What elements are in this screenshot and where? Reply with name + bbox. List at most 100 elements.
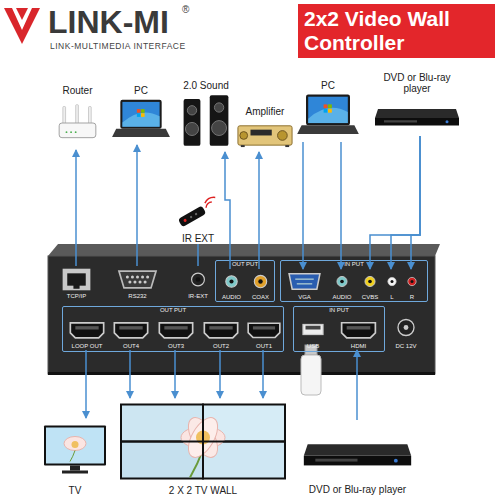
wall-icon-part [120, 404, 286, 480]
device-node: IR EXT [175, 194, 221, 244]
device-label: PC [321, 80, 335, 91]
laptop-icon [110, 96, 172, 145]
tv-icon-part [70, 466, 80, 471]
port-node: CVBS [359, 269, 381, 301]
db9-connector-part [136, 275, 139, 278]
hdmi-connector-part [204, 323, 237, 338]
signal-connector [258, 152, 260, 269]
jack-connector-part [226, 276, 237, 287]
remote-icon-part [206, 202, 212, 208]
usb-stick [301, 345, 321, 395]
signal-connector [75, 150, 77, 266]
db9-connector-part [126, 275, 129, 278]
port-node: OUT1 [245, 316, 283, 350]
signal-connector [302, 142, 304, 269]
device-node: 2 X 2 TV WALL [118, 398, 288, 496]
tv-icon-part [46, 428, 104, 464]
device-node: DVD or Blu-ray player [372, 72, 462, 136]
port-label: R [410, 294, 414, 301]
jack-connector-part [388, 277, 396, 285]
laptop-icon-part [328, 109, 332, 113]
tv-icon-part [64, 437, 86, 451]
port-label: DC 12V [395, 343, 416, 350]
hdmi-connector [67, 316, 107, 343]
signal-connector [370, 136, 420, 269]
port-group: IN PUTUSBHDMI [293, 306, 385, 352]
jack-connector-part [340, 280, 344, 284]
hdmi-connector [111, 316, 151, 343]
signal-connector [136, 145, 138, 266]
jack-connector-part [229, 279, 233, 283]
port-node: TCP/IP [58, 266, 95, 300]
art-shape [48, 256, 435, 374]
vga-connector-part [297, 283, 312, 285]
device-node: PC [110, 85, 172, 145]
rj45-connector [58, 266, 95, 293]
signal-connector [391, 136, 420, 269]
amp-icon-part [238, 126, 292, 145]
dc-connector-part [398, 320, 414, 336]
port-group: IN PUTVGAAUDIOCVBSLR [280, 260, 428, 302]
art-shape [4, 8, 40, 44]
usb-connector-part [306, 326, 321, 330]
laptop-icon-part [324, 104, 328, 108]
laptop-icon-part [141, 109, 145, 113]
dvd-icon [300, 420, 415, 484]
jack-connector-part [337, 276, 347, 286]
port-node: R [403, 269, 421, 301]
jack-connector-part [408, 277, 416, 285]
amp-icon-part [251, 130, 272, 136]
vga-connector [286, 269, 323, 294]
port-node: COAX [247, 269, 274, 301]
jack-connector-part [196, 277, 201, 282]
vga-connector-part [295, 278, 314, 280]
jack-connector-part [192, 273, 205, 286]
brand-label: ® [182, 4, 189, 15]
speakers-icon-part [185, 122, 198, 135]
remote-icon [175, 194, 221, 233]
port-node: RS232 [110, 266, 165, 300]
device-node: DVD or Blu-ray player [300, 420, 415, 495]
laptop-icon-part [308, 108, 348, 123]
laptop-icon-part [112, 129, 170, 137]
router-icon-part [70, 131, 72, 133]
rj45-connector-part [67, 273, 86, 285]
laptop-icon-part [120, 100, 161, 129]
device-label: DVD or Blu-ray player [372, 72, 462, 94]
port-node: LOOP OUT [67, 316, 107, 350]
hdmi-connector-part [159, 323, 192, 338]
signal-connector [197, 244, 199, 266]
dc-connector-part [404, 325, 409, 330]
device-node: Amplifier [236, 106, 294, 152]
device-label: IR EXT [182, 233, 214, 244]
signal-connector [262, 350, 264, 398]
laptop-icon-part [141, 113, 145, 117]
dvd-icon-part [384, 120, 417, 122]
db9-connector-part [131, 275, 134, 278]
speakers-icon-part [212, 121, 227, 136]
device-node: TV [40, 418, 110, 496]
tv-icon [40, 418, 110, 485]
dc-connector [390, 312, 422, 343]
tv-icon-part [44, 426, 106, 466]
port-node: AUDIO [219, 269, 244, 301]
device-node: 2.0 Sound [178, 80, 234, 152]
port-node: IR-EXT [184, 266, 212, 300]
remote-icon-part [205, 197, 215, 203]
jack-connector-part [258, 279, 263, 284]
port-node: OUT2 [201, 316, 241, 350]
dvd-icon [372, 94, 462, 136]
signal-connector [225, 152, 230, 269]
port-label: AUDIO [332, 294, 351, 301]
signal-connector [129, 350, 131, 398]
device-label: 2.0 Sound [183, 80, 229, 91]
hdmi-connector-part [70, 323, 103, 338]
tv-icon-part [70, 451, 75, 462]
port-label: VGA [298, 294, 311, 301]
device-label: 2 X 2 TV WALL [169, 485, 237, 496]
group-label: IN PUT [281, 261, 427, 268]
port-group: OUT PUTLOOP OUTOUT4OUT3OUT2OUT1 [62, 306, 284, 352]
port-node: AUDIO [331, 269, 353, 301]
amp-icon-part [278, 131, 288, 141]
